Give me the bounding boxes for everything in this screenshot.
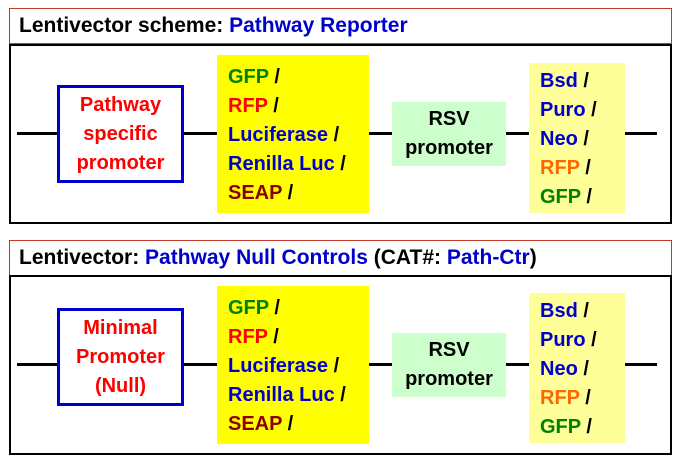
panel1-rsv-promoter-box: RSV promoter (392, 102, 506, 166)
panel1-marker-item: Puro / (540, 96, 625, 125)
panel1-marker-box: Bsd / Puro / Neo / RFP / GFP / (529, 63, 625, 213)
separator: / (577, 128, 589, 150)
separator: / (268, 66, 280, 88)
reporter-name: Renilla Luc (228, 153, 335, 175)
panel2-marker-item: RFP / (540, 384, 625, 413)
panel2-marker-item: Neo / (540, 355, 625, 384)
rsv-line: RSV (428, 339, 470, 361)
panel2-marker-item: Puro / (540, 326, 625, 355)
separator: / (580, 186, 592, 208)
panel2-promoter-line: Minimal (83, 316, 158, 339)
panel1-reporter-item: Renilla Luc / (228, 150, 369, 179)
marker-name: GFP (540, 186, 581, 208)
marker-name: RFP (540, 157, 580, 179)
panel2-rsv-promoter-box: RSV promoter (392, 333, 506, 397)
panel1-promoter-box: Pathway specific promoter (57, 85, 184, 183)
reporter-name: RFP (228, 326, 268, 348)
panel1-header-label: Lentivector scheme: (19, 14, 224, 37)
separator: / (268, 297, 280, 319)
marker-name: Puro (540, 99, 586, 121)
panel2-marker-item: GFP / (540, 413, 625, 442)
panel2-header-label: Lentivector: (19, 246, 140, 269)
separator: / (328, 355, 340, 377)
marker-name: GFP (540, 416, 581, 438)
marker-name: Neo (540, 128, 578, 150)
panel1-reporter-item: GFP / (228, 63, 369, 92)
separator: / (577, 300, 589, 322)
reporter-name: Luciferase (228, 124, 329, 146)
panel1-promoter-line: specific (83, 122, 158, 145)
panel1-marker-item: GFP / (540, 183, 625, 212)
panel2-reporter-box: GFP / RFP / Luciferase / Renilla Luc / S… (217, 286, 369, 444)
panel1-reporter-item: RFP / (228, 92, 369, 121)
rsv-line: promoter (405, 137, 493, 159)
separator: / (334, 384, 346, 406)
reporter-name: SEAP (228, 413, 283, 435)
separator: / (579, 157, 591, 179)
rsv-line: promoter (405, 368, 493, 390)
separator: / (579, 387, 591, 409)
panel2-header-cat-label: (CAT#: (373, 246, 441, 269)
panel1-header: Lentivector scheme: Pathway Reporter (9, 8, 672, 44)
separator: / (267, 95, 279, 117)
panel1-marker-item: Bsd / (540, 67, 625, 96)
reporter-name: GFP (228, 66, 269, 88)
panel2-marker-item: Bsd / (540, 297, 625, 326)
marker-name: Puro (540, 329, 586, 351)
panel1-header-highlight: Pathway Reporter (229, 14, 408, 37)
panel2-header-highlight: Pathway Null Controls (145, 246, 368, 269)
panel1-marker-item: RFP / (540, 154, 625, 183)
panel2-promoter-line: (Null) (94, 374, 147, 397)
panel2-header: Lentivector: Pathway Null Controls (CAT#… (9, 240, 672, 276)
panel1-reporter-box: GFP / RFP / Luciferase / Renilla Luc / S… (217, 55, 369, 213)
marker-name: Neo (540, 358, 578, 380)
separator: / (282, 182, 294, 204)
separator: / (282, 413, 294, 435)
reporter-name: RFP (228, 95, 268, 117)
panel2-reporter-item: Renilla Luc / (228, 381, 369, 410)
panel1-promoter-line: promoter (76, 151, 165, 174)
marker-name: Bsd (540, 300, 578, 322)
reporter-name: Luciferase (228, 355, 329, 377)
panel2-reporter-item: SEAP / (228, 410, 369, 439)
separator: / (267, 326, 279, 348)
marker-name: Bsd (540, 70, 578, 92)
panel2-promoter-box: Minimal Promoter (Null) (57, 308, 184, 406)
reporter-name: Renilla Luc (228, 384, 335, 406)
separator: / (334, 153, 346, 175)
panel2-promoter-line: Promoter (76, 345, 165, 368)
separator: / (585, 329, 597, 351)
panel1-marker-item: Neo / (540, 125, 625, 154)
panel1-reporter-item: SEAP / (228, 179, 369, 208)
panel2-reporter-item: Luciferase / (228, 352, 369, 381)
panel2-header-close: ) (529, 246, 537, 269)
separator: / (328, 124, 340, 146)
separator: / (577, 70, 589, 92)
separator: / (580, 416, 592, 438)
panel2-marker-box: Bsd / Puro / Neo / RFP / GFP / (529, 293, 625, 443)
separator: / (577, 358, 589, 380)
panel2-reporter-item: GFP / (228, 294, 369, 323)
reporter-name: GFP (228, 297, 269, 319)
rsv-line: RSV (428, 108, 470, 130)
marker-name: RFP (540, 387, 580, 409)
panel1-promoter-line: Pathway (79, 93, 162, 116)
separator: / (585, 99, 597, 121)
reporter-name: SEAP (228, 182, 283, 204)
panel1-reporter-item: Luciferase / (228, 121, 369, 150)
panel2-reporter-item: RFP / (228, 323, 369, 352)
panel2-header-cat-value: Path-Ctr (446, 246, 530, 269)
